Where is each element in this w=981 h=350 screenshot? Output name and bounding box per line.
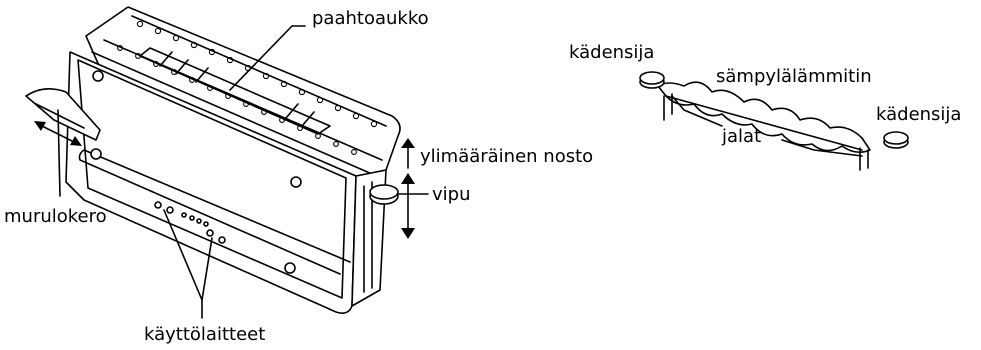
label-controls: käyttölaitteet xyxy=(144,324,265,345)
label-feet: jalat xyxy=(721,126,761,147)
feet xyxy=(663,93,869,171)
control-panel xyxy=(154,201,226,244)
screw xyxy=(284,262,296,274)
label-crumb-tray: murulokero xyxy=(4,206,107,227)
screw xyxy=(92,70,104,82)
bun-warmer-callouts xyxy=(671,95,863,157)
feet-leader-left xyxy=(671,95,723,127)
vent-holes-bottom xyxy=(117,45,357,155)
lever xyxy=(369,184,399,205)
label-handle-right: kädensija xyxy=(876,104,961,125)
toaster-drawing xyxy=(25,6,401,314)
toaster-callouts xyxy=(34,25,429,319)
bun-warmer-drawing xyxy=(639,71,909,171)
label-slot: paahtoaukko xyxy=(312,8,429,29)
label-lever: vipu xyxy=(432,184,471,205)
screw xyxy=(90,148,102,160)
slot-leader-line xyxy=(229,25,306,91)
label-bun-warmer: sämpylälämmitin xyxy=(716,66,872,87)
label-handle-left: kädensija xyxy=(569,42,654,63)
label-extra-lift: ylimääräinen nosto xyxy=(420,146,593,167)
crumb-tray-leader-line xyxy=(57,109,61,197)
screw xyxy=(290,176,302,188)
feet-leader-right xyxy=(781,139,863,157)
